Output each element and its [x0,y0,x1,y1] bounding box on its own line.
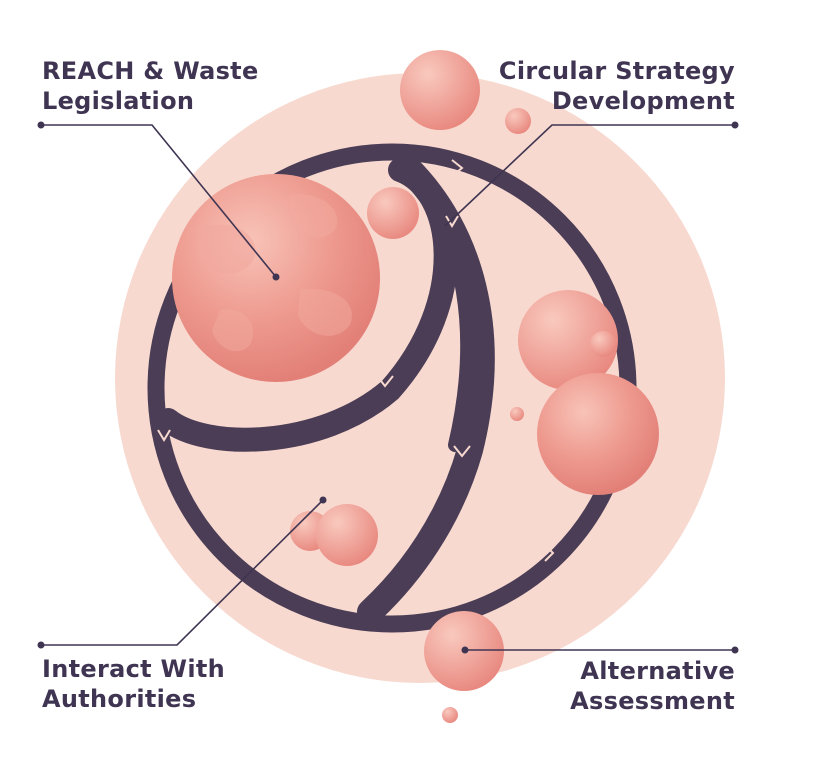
leader-dot [319,496,327,504]
label-line: Development [551,87,735,115]
arrow-icon [451,159,464,177]
label-line: Interact With [42,655,226,683]
leader-dot [461,646,469,654]
sphere-right-large [537,373,659,495]
sphere-lower-left [316,504,378,566]
leader-dot [731,646,739,654]
inner-arc-center-fill [409,168,475,452]
label-circular-strategy-development: Circular Strategy Development [499,56,735,116]
sphere-right-tiny [590,331,616,357]
arrow-icon [376,375,394,388]
leader-dot [272,273,280,281]
leader-dot [37,121,45,129]
leader-lines [41,124,735,651]
sphere-top [400,50,480,130]
arrow-icon [453,445,471,458]
sphere-top-small [505,108,531,134]
leader-dot [37,641,45,649]
leader-line-interact [41,499,324,646]
leader-dot [731,121,739,129]
label-line: REACH & Waste [42,57,259,85]
sphere-bottom-tiny [442,707,458,723]
arrow-icon [445,215,459,228]
leader-line-circular [444,124,735,227]
leader-line-reach [41,124,277,278]
label-alternative-assessment: Alternative Assessment [570,656,735,716]
leader-dots [37,121,739,654]
label-line: Alternative [580,657,735,685]
arrow-icon [157,429,171,442]
label-reach-waste-legislation: REACH & Waste Legislation [42,56,259,116]
label-interact-with-authorities: Interact With Authorities [42,654,225,714]
flow-arrows [157,159,555,562]
sphere-mid-tiny [510,407,524,421]
label-line: Assessment [570,687,735,715]
sphere-right-back [518,290,618,390]
label-line: Authorities [42,685,197,713]
sphere-upper-mid [367,187,419,239]
label-line: Circular Strategy [498,57,735,85]
arrow-icon [544,544,555,562]
label-line: Legislation [42,87,195,115]
